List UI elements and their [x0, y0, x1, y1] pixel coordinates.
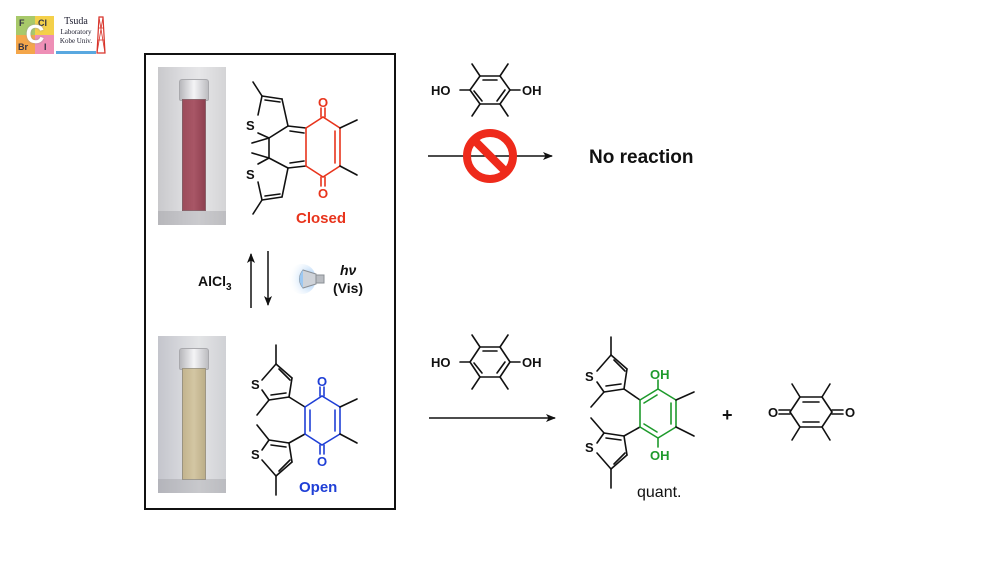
equilibrium-arrows	[247, 251, 272, 308]
logo-cell-f: F	[16, 16, 35, 35]
open-isomer-structure	[256, 344, 358, 496]
logo-cell-i: I	[35, 35, 54, 54]
logo-line-2: Laboratory	[60, 28, 92, 36]
hv-label: hν	[340, 262, 357, 278]
logo-cell-br: Br	[16, 35, 35, 54]
duroquinone-structure	[778, 383, 844, 441]
logo-text: Tsuda Laboratory Kobe Univ.	[56, 16, 96, 54]
logo-center-c: C	[25, 19, 45, 49]
top-reagent-oh: OH	[522, 83, 542, 98]
product-structure	[590, 336, 695, 489]
vial-reflection	[158, 479, 226, 493]
closed-label: Closed	[296, 210, 346, 227]
plus-sign: +	[722, 405, 733, 425]
prohibited-icon	[463, 129, 517, 183]
duroquinone-o-left: O	[768, 405, 778, 420]
bottom-reagent-ho: HO	[431, 355, 451, 370]
closed-s-bottom: S	[246, 167, 255, 182]
vial-yellow-solution	[182, 368, 206, 480]
open-vial-photo	[158, 336, 226, 493]
duroquinone-o-right: O	[845, 405, 855, 420]
product-oh-top: OH	[650, 367, 670, 382]
closed-isomer-structure	[251, 81, 358, 215]
light-bulb-icon	[288, 264, 325, 294]
tsuda-lab-logo: F Cl Br I C Tsuda Laboratory Kobe Univ.	[16, 16, 106, 54]
open-label: Open	[299, 479, 337, 496]
logo-line-3: Kobe Univ.	[59, 37, 93, 45]
open-s-top: S	[251, 377, 260, 392]
product-s-bottom: S	[585, 440, 594, 455]
photochromic-panel	[144, 53, 396, 510]
closed-vial-photo	[158, 67, 226, 225]
product-s-top: S	[585, 369, 594, 384]
logo-line-1: Tsuda	[64, 16, 88, 27]
closed-o-top: O	[318, 95, 328, 110]
vis-label: (Vis)	[333, 280, 363, 296]
alcl3-label: AlCl3	[198, 273, 232, 293]
top-durohydroquinone-structure	[459, 63, 521, 117]
yield-text: quant.	[637, 484, 681, 501]
open-o-top: O	[317, 374, 327, 389]
vial-red-solution	[182, 99, 206, 211]
closed-s-top: S	[246, 118, 255, 133]
vial-reflection	[158, 211, 226, 225]
bottom-durohydroquinone-structure	[459, 334, 521, 390]
closed-o-bottom: O	[318, 186, 328, 201]
open-s-bottom: S	[251, 447, 260, 462]
no-reaction-text: No reaction	[589, 147, 694, 168]
halogen-logo-grid: F Cl Br I C	[16, 16, 54, 54]
logo-bar	[56, 51, 96, 54]
bottom-reagent-oh: OH	[522, 355, 542, 370]
open-o-bottom: O	[317, 454, 327, 469]
top-reagent-ho: HO	[431, 83, 451, 98]
logo-cell-cl: Cl	[35, 16, 54, 35]
product-oh-bottom: OH	[650, 448, 670, 463]
kobe-tower-icon	[96, 16, 106, 54]
